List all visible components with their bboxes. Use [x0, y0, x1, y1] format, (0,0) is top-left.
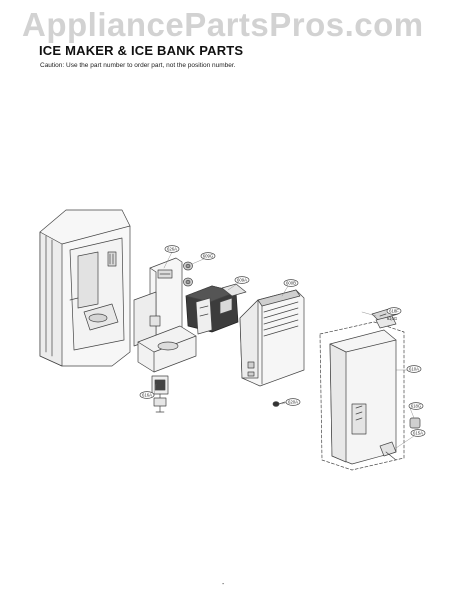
page-title: ICE MAKER & ICE BANK PARTS: [39, 43, 244, 58]
callout-label: 620A: [288, 400, 298, 405]
auger-motor: [151, 375, 169, 413]
callout-618g: 618G: [408, 402, 424, 410]
callout-615a: 615A: [410, 429, 426, 437]
caution-note: Caution: Use the part number to order pa…: [40, 62, 236, 69]
callout-616a: 616A: [139, 391, 155, 399]
page-number-mark: -: [222, 581, 225, 588]
callout-label: 616A: [142, 393, 152, 398]
door-liner: [39, 209, 131, 367]
callout-609a: 609A: [234, 276, 250, 284]
fastener: [272, 401, 286, 407]
callout-626a: 626A: [164, 245, 180, 253]
watermark-logo: AppliancePartsPros.com: [22, 6, 424, 43]
callout-610a: 610A: [406, 365, 422, 373]
callout-618f: 618F: [386, 307, 402, 315]
callout-600b: 600B: [283, 279, 299, 287]
ice-bank-frame: [133, 257, 197, 373]
callout-label: 610A: [409, 367, 419, 372]
callout-label: 609A: [237, 278, 247, 283]
callout-label: 616G: [387, 316, 398, 321]
callout-label: 615A: [413, 431, 423, 436]
ice-maker-assembly: [185, 283, 247, 335]
callout-label: 618F: [389, 309, 399, 314]
hinge-parts-bottom: [379, 417, 421, 461]
ice-bank-door: [319, 321, 405, 471]
callout-609g: 609G: [200, 252, 216, 260]
callout-label: 626A: [167, 247, 177, 252]
seal-caps: [183, 261, 193, 287]
callout-label: 618G: [411, 404, 422, 409]
callout-616g: 616G: [387, 316, 398, 321]
callout-label: 600B: [286, 281, 296, 286]
ice-bucket: [239, 289, 305, 387]
callout-label: 609G: [203, 254, 214, 259]
callout-620a: 620A: [285, 398, 301, 406]
